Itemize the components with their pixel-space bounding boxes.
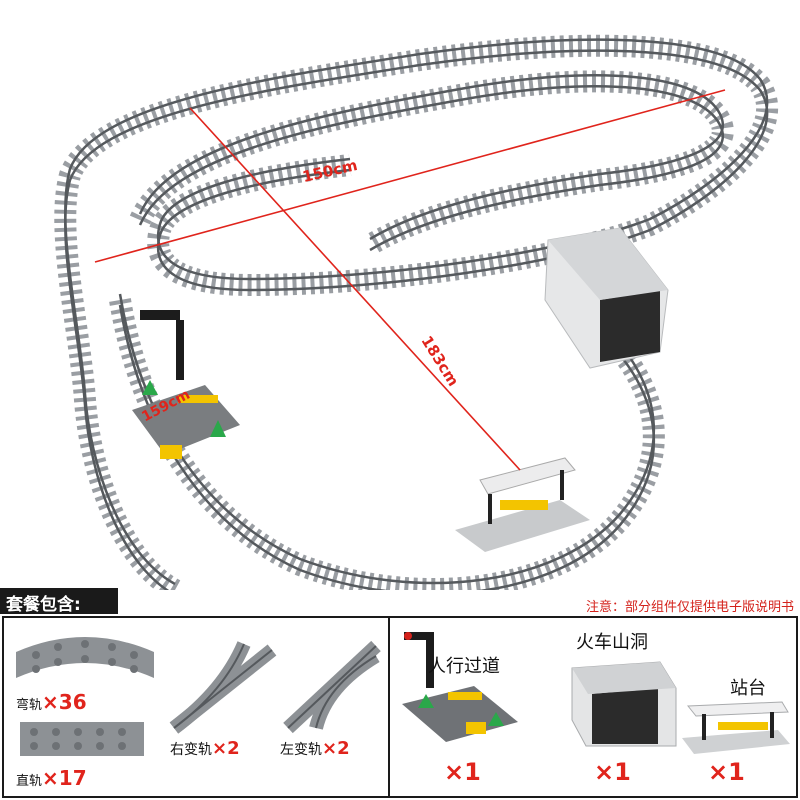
track-layout-illustration: [54, 34, 778, 601]
crossing-label: 人行过道: [428, 656, 500, 677]
left-switch-row: 左变轨×2: [280, 738, 350, 759]
curve-track-row: 弯轨×36: [16, 690, 87, 714]
station-model: [455, 457, 590, 552]
curved-track-image: [16, 637, 154, 678]
accessories-panel: 人行过道 ×1 火车山洞 ×1 站台 ×1: [390, 616, 798, 798]
tunnel-image: [571, 661, 677, 747]
track-layout-photo: 150cm 183cm 159cm: [54, 34, 778, 601]
curve-track-qty: ×36: [42, 690, 87, 714]
straight-track-qty: ×17: [42, 766, 87, 790]
tunnel-label: 火车山洞: [576, 632, 648, 653]
crossing-model: [132, 310, 240, 459]
straight-track-row: 直轨×17: [16, 766, 87, 790]
manual-notice: 注意：部分组件仅提供电子版说明书: [585, 600, 794, 615]
dimension-lines: [94, 89, 726, 471]
right-switch-image: [169, 641, 277, 734]
right-switch-row: 右变轨×2: [170, 738, 240, 759]
platform-qty: ×1: [708, 758, 745, 786]
platform-label: 站台: [730, 678, 766, 699]
tracks-panel: 弯轨×36 直轨×17 右变轨×2: [2, 616, 390, 798]
tunnel-qty: ×1: [594, 758, 631, 786]
tunnel-model: [544, 227, 669, 369]
right-switch-qty: ×2: [212, 738, 240, 759]
right-switch-label: 右变轨: [170, 742, 212, 758]
platform-image: [682, 701, 790, 754]
package-title: 套餐包含:: [0, 588, 118, 615]
outer-track-loop: [54, 34, 778, 600]
straight-track-image: [20, 722, 144, 756]
crossing-image: [402, 632, 518, 742]
left-switch-qty: ×2: [322, 738, 350, 759]
inner-track-loop: [129, 70, 734, 255]
left-switch-label: 左变轨: [280, 742, 322, 758]
curve-track-label: 弯轨: [16, 698, 43, 713]
crossing-qty: ×1: [444, 758, 481, 786]
straight-track-label: 直轨: [16, 774, 43, 789]
left-switch-image: [283, 640, 381, 734]
